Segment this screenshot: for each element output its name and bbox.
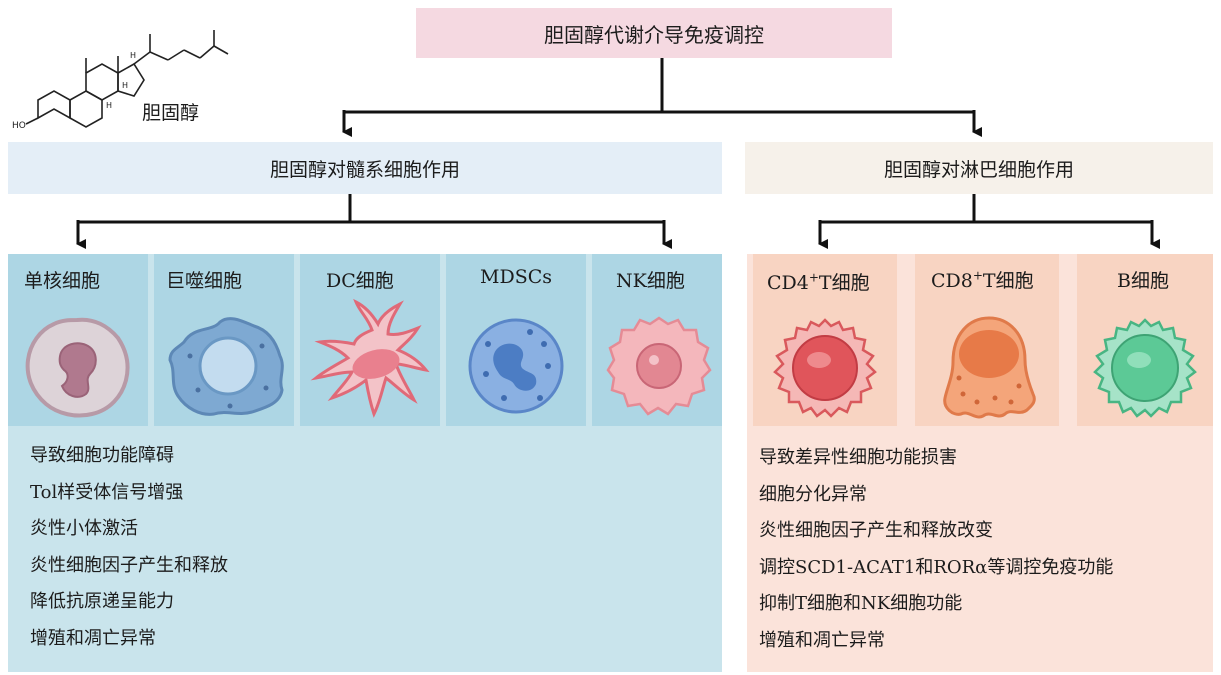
macrophage-tile: 巨噬细胞 [154, 254, 294, 426]
myeloid-effect-item: 炎性小体激活 [30, 518, 138, 540]
cholesterol-structure-icon: HO H H H [12, 30, 229, 131]
myeloid-effect-item: 炎性细胞因子产生和释放 [30, 554, 228, 576]
dc-tile: DC细胞 [300, 254, 440, 426]
myeloid-effect-item: Tol样受体信号增强 [30, 481, 184, 503]
cd8-label-rest: T细胞 [982, 270, 1034, 292]
monocyte-label: 单核细胞 [24, 270, 101, 292]
dc-label: DC细胞 [326, 270, 394, 292]
monocyte-cell-icon [25, 317, 130, 418]
mdsc-cell-icon [468, 318, 564, 414]
mdsc-label: MDSCs [480, 266, 552, 288]
cd8-tcell-label: CD8+T细胞 [931, 266, 1034, 293]
myeloid-effect-item: 降低抗原递呈能力 [30, 591, 174, 613]
lymphoid-effect-item: 调控SCD1-ACAT1和RORα等调控免疫功能 [759, 556, 1114, 578]
svg-text:H: H [106, 101, 112, 110]
lymphoid-panel: CD4+T细胞 CD8+T细胞 B细胞 导致差异性细胞功能损害 细 [747, 254, 1213, 672]
cd4-tcell-tile: CD4+T细胞 [753, 254, 897, 426]
bcell-tile: B细胞 [1077, 254, 1213, 426]
bcell-icon [1093, 318, 1197, 418]
cd4-tcell-icon [773, 318, 877, 418]
nk-tile: NK细胞 [592, 254, 722, 426]
cd4-label-rest: T细胞 [818, 272, 870, 294]
myeloid-branch-header: 胆固醇对髓系细胞作用 [8, 142, 722, 194]
cd4-tcell-label: CD4+T细胞 [767, 268, 870, 295]
nk-cell-icon [606, 316, 712, 416]
lymphoid-effect-item: 细胞分化异常 [759, 483, 867, 505]
lymphoid-effect-item: 增殖和凋亡异常 [759, 629, 885, 651]
cd8-tcell-tile: CD8+T细胞 [915, 254, 1059, 426]
cd8-tcell-icon [943, 316, 1036, 419]
myeloid-panel: 单核细胞 巨噬细胞 DC细胞 MDSCs [8, 254, 722, 672]
lymphoid-effect-item: 导致差异性细胞功能损害 [759, 447, 957, 468]
nk-label: NK细胞 [616, 270, 685, 292]
svg-text:H: H [122, 81, 128, 90]
myeloid-effect-item: 导致细胞功能障碍 [30, 445, 174, 466]
lymphoid-effect-item: 炎性细胞因子产生和释放改变 [759, 520, 993, 542]
lymphoid-effect-item: 抑制T细胞和NK细胞功能 [759, 593, 963, 615]
myeloid-effect-item: 增殖和凋亡异常 [30, 627, 156, 649]
diagram-title: 胆固醇代谢介导免疫调控 [416, 8, 892, 58]
macrophage-cell-icon [168, 317, 284, 416]
myeloid-effects-list: 导致细胞功能障碍 Tol样受体信号增强 炎性小体激活 炎性细胞因子产生和释放 降… [30, 438, 228, 658]
lymphoid-effects-list: 导致差异性细胞功能损害 细胞分化异常 炎性细胞因子产生和释放改变 调控SCD1-… [759, 440, 1113, 660]
macrophage-label: 巨噬细胞 [166, 270, 243, 292]
cd4-label-main: CD4 [767, 272, 809, 294]
svg-text:HO: HO [12, 121, 26, 131]
cholesterol-label: 胆固醇 [142, 102, 200, 124]
bcell-label: B细胞 [1117, 270, 1169, 292]
mdsc-tile: MDSCs [446, 254, 586, 426]
lymphoid-branch-header: 胆固醇对淋巴细胞作用 [745, 142, 1213, 194]
cd8-label-main: CD8 [931, 270, 973, 292]
cd8-label-sup: + [972, 268, 983, 283]
monocyte-tile: 单核细胞 [8, 254, 148, 426]
svg-text:H: H [130, 51, 136, 60]
dc-cell-icon [310, 298, 430, 418]
cd4-label-sup: + [808, 270, 819, 285]
